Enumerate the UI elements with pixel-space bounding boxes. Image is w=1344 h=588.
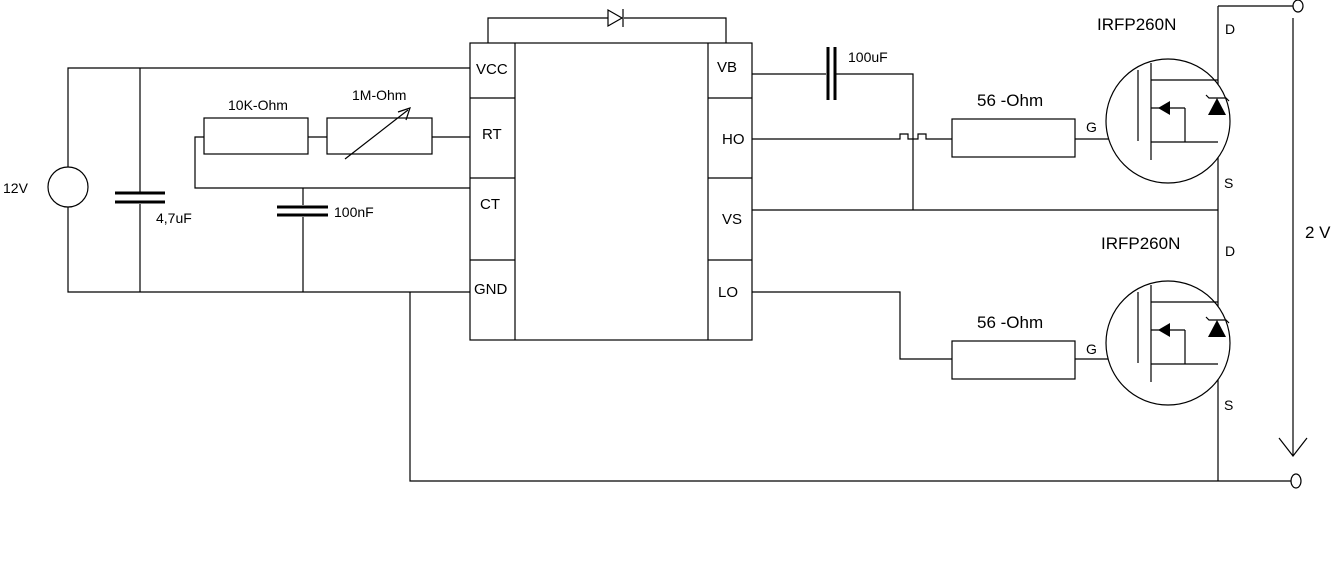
output-voltage-label: 2 V	[1305, 223, 1331, 242]
mosfet-high-part-label: IRFP260N	[1097, 15, 1176, 34]
resistor-10k-label: 10K-Ohm	[228, 97, 288, 113]
pin-vb: VB	[717, 59, 737, 76]
driver-ic	[469, 42, 753, 341]
resistor-10k	[203, 117, 309, 155]
gate-resistor-low-label: 56 -Ohm	[977, 313, 1043, 332]
capacitor-100uf	[826, 47, 837, 100]
pin-lo: LO	[718, 284, 738, 301]
capacitor-100nf-label: 100nF	[334, 204, 374, 220]
capacitor-4-7uf	[115, 191, 165, 204]
mosfet-low-part-label: IRFP260N	[1101, 234, 1180, 253]
gate-resistor-high-label: 56 -Ohm	[977, 91, 1043, 110]
bootstrap-diode	[487, 8, 727, 43]
mosfet-low-drain-label: D	[1225, 243, 1235, 259]
capacitor-100uf-label: 100uF	[848, 49, 888, 65]
pin-ct: CT	[480, 196, 500, 213]
pin-rt: RT	[482, 126, 502, 143]
output-terminal-bottom	[1290, 473, 1302, 489]
pin-gnd: GND	[474, 281, 508, 298]
gate-resistor-high	[951, 118, 1076, 158]
mosfet-low-source-label: S	[1224, 397, 1233, 413]
gate-resistor-low	[951, 340, 1076, 380]
output-voltage-arrow	[1278, 18, 1308, 457]
mosfet-low-gate-label: G	[1086, 341, 1097, 357]
pin-vcc: VCC	[476, 61, 508, 78]
mosfet-low-side	[1105, 280, 1231, 406]
potentiometer-1m-label: 1M-Ohm	[352, 87, 406, 103]
pin-vs: VS	[722, 211, 742, 228]
voltage-source-12v	[47, 166, 89, 208]
mosfet-high-source-label: S	[1224, 175, 1233, 191]
mosfet-high-drain-label: D	[1225, 21, 1235, 37]
potentiometer-1m	[326, 107, 433, 160]
pin-ho: HO	[722, 131, 745, 148]
supply-voltage-label: 12V	[3, 180, 29, 196]
capacitor-4-7uf-label: 4,7uF	[156, 210, 192, 226]
capacitor-100nf	[277, 205, 328, 217]
mosfet-high-side	[1105, 58, 1231, 184]
mosfet-high-gate-label: G	[1086, 119, 1097, 135]
output-terminal-top	[1292, 0, 1304, 13]
